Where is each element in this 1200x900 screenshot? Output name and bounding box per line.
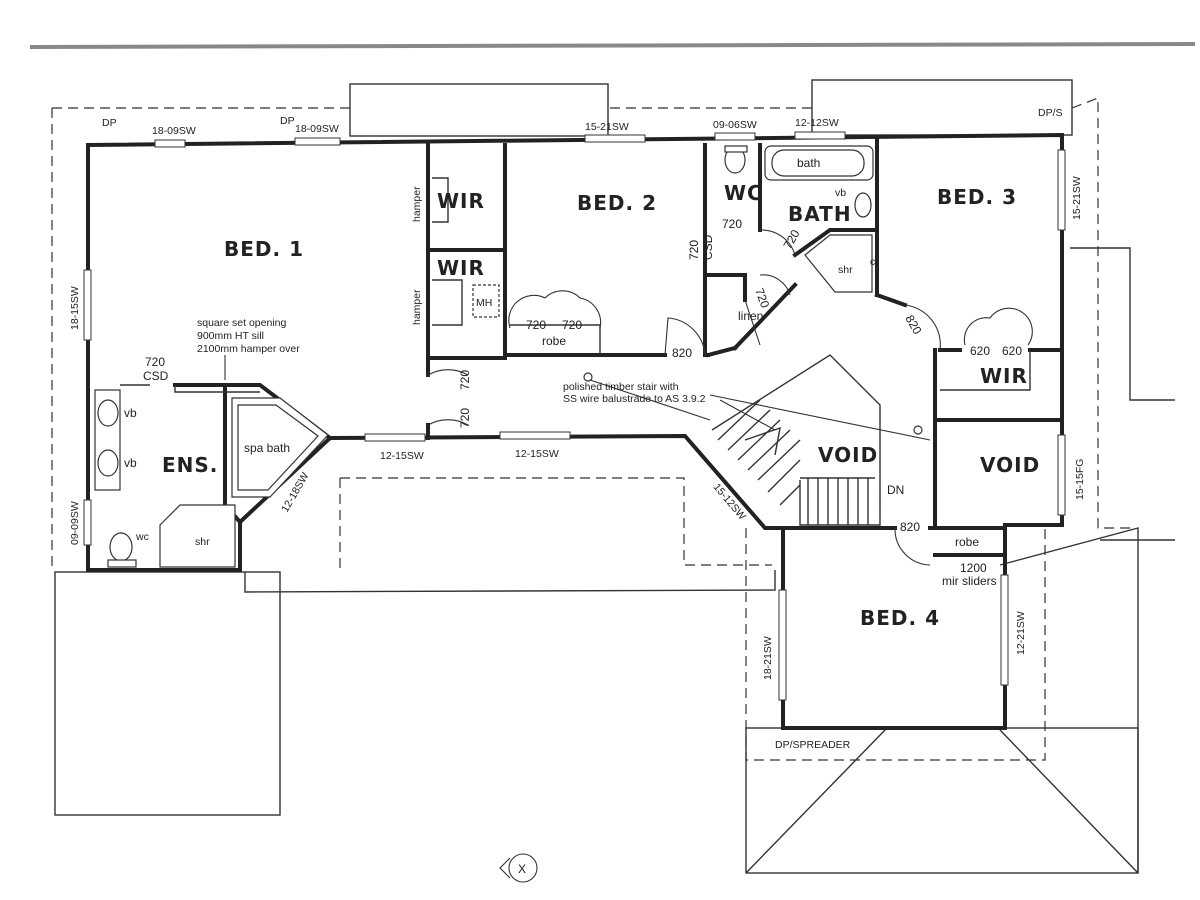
door-size-bed3: 820 <box>902 313 924 338</box>
note-sliders-line1: 1200 <box>960 561 987 575</box>
lower-roof-left <box>54 570 776 816</box>
room-label-void-right: VOID <box>980 453 1040 477</box>
fixture-bath: bath <box>797 156 820 170</box>
downpipe-dp1: DP <box>102 117 117 129</box>
window-label-w14: 18-21SW <box>762 636 774 680</box>
side-roof-right <box>1070 247 1175 541</box>
fixture-spa-bath: spa bath <box>244 441 290 455</box>
door-size-bath: 720 <box>780 227 802 252</box>
door-size-wir-right: 620 <box>1002 344 1022 358</box>
room-label-bath: BATH <box>788 202 852 226</box>
door-size-wir-left: 620 <box>970 344 990 358</box>
note-sliders-line2: mir sliders <box>942 574 997 588</box>
room-label-wc: WC <box>724 181 763 205</box>
window-label-w8: 09-09SW <box>69 501 81 545</box>
door-size-hall-2: 720 <box>458 408 472 428</box>
room-label-bed2: BED. 2 <box>577 191 657 215</box>
note-dn: DN <box>887 483 904 497</box>
window-label-w13: 15-15FG <box>1074 459 1086 500</box>
fixture-hamper-top: hamper <box>411 186 423 222</box>
door-size-robe-right: 720 <box>562 318 582 332</box>
downpipe-dp2: DP <box>280 115 295 127</box>
fixture-mh: MH <box>476 297 492 309</box>
door-size-bed2: 820 <box>672 346 692 360</box>
window-label-w5: 12-12SW <box>795 117 839 129</box>
fixture-wc-ens: wc <box>135 531 149 543</box>
door-swings <box>427 229 1033 566</box>
fixture-shr-ens: shr <box>195 536 210 548</box>
room-label-wir-mid: WIR <box>437 256 485 280</box>
door-size-linen: 720 <box>752 286 772 310</box>
north-marker: X <box>499 853 538 883</box>
scan-edge <box>29 42 1196 49</box>
room-label-wir-top: WIR <box>437 189 485 213</box>
north-marker-label: X <box>518 862 526 876</box>
fixture-c: c <box>870 256 875 268</box>
fixture-robe-bed2: robe <box>542 334 566 348</box>
eave-outline <box>51 97 1135 761</box>
window-label-w4: 09-06SW <box>713 119 757 131</box>
roof-projection-right <box>811 79 1073 136</box>
downpipe-dps: DP/S <box>1038 107 1063 119</box>
room-label-bed1: BED. 1 <box>224 237 304 261</box>
door-size-bed4: 820 <box>900 520 920 534</box>
note-stair-line1: polished timber stair with <box>563 381 679 393</box>
window-label-w7: 18-15SW <box>69 286 81 330</box>
fixture-shr-bath: shr <box>838 264 853 276</box>
window-label-w3: 15-21SW <box>585 121 629 133</box>
door-size-ens: 720 <box>145 355 165 369</box>
door-size-robe-left: 720 <box>526 318 546 332</box>
room-label-bed3: BED. 3 <box>937 185 1017 209</box>
door-label-csd: CSD <box>701 234 715 260</box>
fixture-vb-bath: vb <box>835 187 846 199</box>
note-opening-line2: 900mm HT sill <box>197 330 264 342</box>
fixture-linen: linen <box>738 309 763 323</box>
window-label-w6: 15-21SW <box>1071 176 1083 220</box>
note-stair-line2: SS wire balustrade to AS 3.9.2 <box>563 393 706 405</box>
downpipe-spreader: DP/SPREADER <box>775 739 851 751</box>
door-size-wc: 720 <box>722 217 742 231</box>
fixture-vb-ens-2: vb <box>124 456 137 470</box>
window-label-w1: 18-09SW <box>152 125 196 137</box>
door-label-ens-csd: CSD <box>143 369 169 383</box>
fixtures <box>94 145 1031 568</box>
roof-projection-left <box>349 83 609 137</box>
room-label-ens: ENS. <box>162 453 218 477</box>
fixture-hamper-mid: hamper <box>411 289 423 325</box>
note-opening-line3: 2100mm hamper over <box>197 343 300 355</box>
room-label-void-stair: VOID <box>818 443 878 467</box>
fixture-vb-ens-1: vb <box>124 406 137 420</box>
room-label-bed4: BED. 4 <box>860 606 940 630</box>
window-label-w15: 12-21SW <box>1015 611 1027 655</box>
door-size-hall-1: 720 <box>458 370 472 390</box>
stair-treads <box>717 399 875 525</box>
door-size-csd: 720 <box>687 240 701 260</box>
note-opening-line1: square set opening <box>197 317 286 329</box>
window-label-w2: 18-09SW <box>295 123 339 135</box>
fixture-robe-bed4: robe <box>955 535 979 549</box>
window-label-w9: 12-15SW <box>380 450 424 462</box>
windows <box>83 131 1066 701</box>
window-label-w10: 12-15SW <box>515 448 559 460</box>
leader-lines <box>224 355 931 510</box>
room-label-wir-bed3: WIR <box>980 364 1028 388</box>
